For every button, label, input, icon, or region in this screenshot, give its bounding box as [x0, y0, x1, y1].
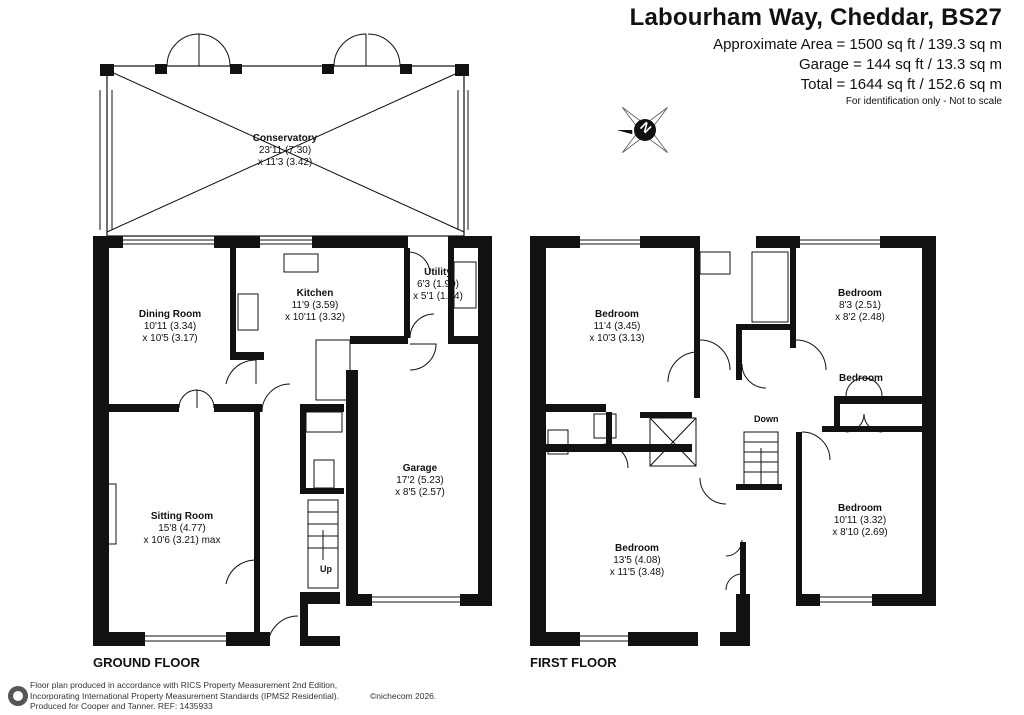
- room-bedroom-3: Bedroom 13'5 (4.08) x 11'5 (3.48): [610, 543, 665, 579]
- room-dim: 17'2 (5.23): [396, 475, 444, 486]
- room-dim: 8'3 (2.51): [839, 300, 881, 311]
- footer-line: Incorporating International Property Mea…: [30, 690, 339, 701]
- room-dim: 11'4 (3.45): [593, 321, 641, 332]
- room-name: Bedroom: [615, 543, 659, 554]
- room-dim: x 10'6 (3.21) max: [143, 535, 221, 546]
- room-name: Bedroom: [839, 373, 883, 384]
- area-line-garage: Garage = 144 sq ft / 13.3 sq m: [798, 56, 1002, 73]
- room-name: Kitchen: [296, 288, 334, 299]
- room-dim: 23'11 (7.30): [258, 145, 312, 156]
- room-dim: x 8'10 (2.69): [832, 527, 888, 538]
- room-name: Bedroom: [595, 309, 639, 320]
- room-dim: x 8'2 (2.48): [835, 312, 885, 323]
- room-name: Garage: [402, 463, 438, 474]
- room-name: Bedroom: [838, 288, 882, 299]
- ground-floor-walls: [93, 236, 492, 646]
- room-dim: x 10'3 (3.13): [589, 333, 645, 344]
- room-bedroom-label-small: Bedroom: [839, 373, 883, 385]
- room-name: Conservatory: [252, 133, 318, 144]
- room-dim: x 11'5 (3.48): [609, 567, 665, 578]
- compass-icon: [616, 107, 668, 153]
- room-name: Utility: [424, 267, 452, 278]
- area-line-approx: Approximate Area = 1500 sq ft / 139.3 sq…: [713, 36, 1002, 53]
- room-bedroom-2: Bedroom 8'3 (2.51) x 8'2 (2.48): [835, 288, 885, 324]
- room-dim: x 8'5 (2.57): [395, 487, 445, 498]
- room-dim: 10'11 (3.34): [143, 321, 197, 332]
- room-dim: x 11'3 (3.42): [257, 157, 313, 168]
- room-dim: 15'8 (4.77): [158, 523, 206, 534]
- room-name: Bedroom: [838, 503, 882, 514]
- room-dim: x 5'1 (1.54): [413, 291, 463, 302]
- footer-line: Produced for Cooper and Tanner. REF: 143…: [30, 701, 213, 711]
- room-dim: x 10'5 (3.17): [142, 333, 198, 344]
- first-floor-label: FIRST FLOOR: [530, 655, 617, 670]
- room-dim: 13'5 (4.08): [613, 555, 661, 566]
- room-garage: Garage 17'2 (5.23) x 8'5 (2.57): [395, 463, 445, 499]
- footer-line: Floor plan produced in accordance with R…: [30, 680, 338, 690]
- conservatory-outline: [99, 33, 469, 237]
- room-bedroom-1: Bedroom 11'4 (3.45) x 10'3 (3.13): [589, 309, 644, 345]
- first-floor-walls: [530, 236, 936, 646]
- room-name: Sitting Room: [150, 511, 214, 522]
- room-dim: 10'11 (3.32): [833, 515, 887, 526]
- room-utility: Utility 6'3 (1.90) x 5'1 (1.54): [413, 267, 463, 303]
- room-bedroom-4: Bedroom 10'11 (3.32) x 8'10 (2.69): [832, 503, 887, 539]
- page-title: Labourham Way, Cheddar, BS27: [629, 4, 1002, 31]
- ground-floor-label: GROUND FLOOR: [93, 655, 200, 670]
- room-dim: x 10'11 (3.32): [284, 312, 346, 323]
- stair-down-label: Down: [754, 414, 779, 424]
- room-sitting-room: Sitting Room 15'8 (4.77) x 10'6 (3.21) m…: [144, 511, 221, 547]
- stair-up-label: Up: [320, 564, 332, 574]
- room-dim: 11'9 (3.59): [291, 300, 339, 311]
- room-dim: 6'3 (1.90): [417, 279, 459, 290]
- room-kitchen: Kitchen 11'9 (3.59) x 10'11 (3.32): [285, 288, 345, 324]
- footer-brand: ©nichecom 2026.: [370, 691, 437, 701]
- room-name: Dining Room: [138, 309, 202, 320]
- room-conservatory: Conservatory 23'11 (7.30) x 11'3 (3.42): [253, 133, 317, 169]
- room-dining-room: Dining Room 10'11 (3.34) x 10'5 (3.17): [139, 309, 201, 345]
- scale-note: For identification only - Not to scale: [845, 96, 1002, 107]
- area-line-total: Total = 1644 sq ft / 152.6 sq m: [800, 76, 1002, 93]
- brand-logo-icon: [8, 686, 28, 706]
- footer-notes: Floor plan produced in accordance with R…: [30, 680, 339, 712]
